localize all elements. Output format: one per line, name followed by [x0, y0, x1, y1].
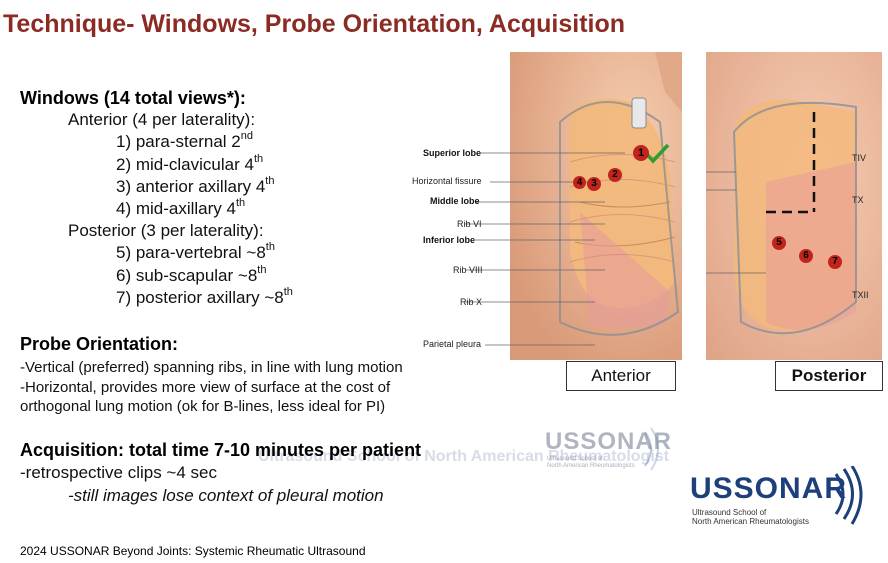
label-middle-lobe: Middle lobe — [430, 196, 480, 206]
window-item-4: 4) mid-axillary 4th — [116, 197, 246, 218]
posterior-back-illustration — [706, 52, 882, 360]
slide-title: Technique- Windows, Probe Orientation, A… — [3, 10, 626, 38]
acquisition-heading: Acquisition: total time 7-10 minutes per… — [20, 440, 422, 460]
logo-arcs-icon — [834, 466, 863, 525]
label-inferior-lobe: Inferior lobe — [423, 235, 476, 245]
window-marker-3: 3 — [587, 177, 601, 191]
watermark-arcs-icon — [644, 427, 659, 471]
window-marker-4: 4 — [573, 176, 586, 189]
window-item-3: 3) anterior axillary 4th — [116, 175, 275, 196]
posterior-heading: Posterior (3 per laterality): — [68, 221, 264, 240]
window-item-7: 7) posterior axillary ~8th — [116, 286, 293, 307]
anterior-caption: Anterior — [566, 361, 676, 391]
label-tx: TX — [852, 195, 864, 205]
window-marker-2: 2 — [608, 168, 622, 182]
window-item-5: 5) para-vertebral ~8th — [116, 241, 275, 262]
anterior-heading: Anterior (4 per laterality): — [68, 110, 256, 129]
acquisition-line-2: -still images lose context of pleural mo… — [68, 486, 384, 505]
ussonar-logo: USSONAR Ultrasound School of North Ameri… — [690, 466, 870, 528]
posterior-back-figure: TIV TX TXII 5 6 7 — [706, 52, 882, 360]
anterior-chest-illustration — [465, 52, 682, 360]
slide-footer: 2024 USSONAR Beyond Joints: Systemic Rhe… — [20, 544, 366, 558]
watermark-logo: USSONAR Ultrasound School of North Ameri… — [545, 426, 671, 472]
probe-line-3: orthogonal lung motion (ok for B-lines, … — [20, 398, 386, 415]
label-tiv: TIV — [852, 153, 867, 163]
label-rib-x: Rib X — [460, 297, 483, 307]
label-rib-vi: Rib VI — [457, 219, 482, 229]
label-horizontal-fissure: Horizontal fissure — [412, 176, 482, 186]
window-item-6: 6) sub-scapular ~8th — [116, 264, 267, 285]
posterior-caption: Posterior — [775, 361, 883, 391]
probe-line-1: -Vertical (preferred) spanning ribs, in … — [20, 359, 403, 376]
label-superior-lobe: Superior lobe — [423, 148, 482, 158]
window-marker-5: 5 — [772, 236, 786, 250]
window-item-1: 1) para-sternal 2nd — [116, 130, 253, 151]
acquisition-line-1: -retrospective clips ~4 sec — [20, 463, 217, 482]
window-item-2: 2) mid-clavicular 4th — [116, 153, 264, 174]
windows-heading: Windows (14 total views*): — [20, 88, 246, 108]
probe-line-2: -Horizontal, provides more view of surfa… — [20, 379, 391, 396]
probe-heading: Probe Orientation: — [20, 334, 179, 354]
label-rib-viii: Rib VIII — [453, 265, 483, 275]
label-parietal-pleura: Parietal pleura — [423, 339, 482, 349]
window-marker-7: 7 — [828, 255, 842, 269]
label-txii: TXII — [852, 290, 869, 300]
anterior-chest-figure: Superior lobe Horizontal fissure Middle … — [412, 52, 682, 360]
window-marker-6: 6 — [799, 249, 813, 263]
window-marker-1: 1 — [633, 145, 649, 161]
watermark-text: Ultrasound School of North American Rheu… — [258, 448, 669, 465]
